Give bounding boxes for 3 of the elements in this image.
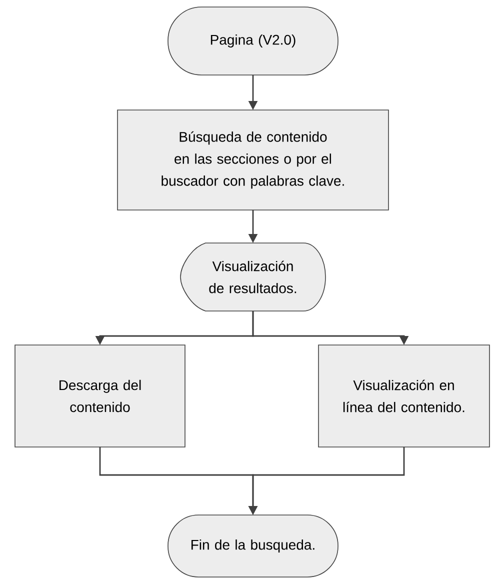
process-box: Búsqueda de contenido en las secciones o por el buscador con palabras clave.: [117, 110, 389, 210]
process-box: Descarga del contenido: [14, 344, 186, 448]
process-box: Visualización en línea del contenido.: [318, 344, 490, 448]
